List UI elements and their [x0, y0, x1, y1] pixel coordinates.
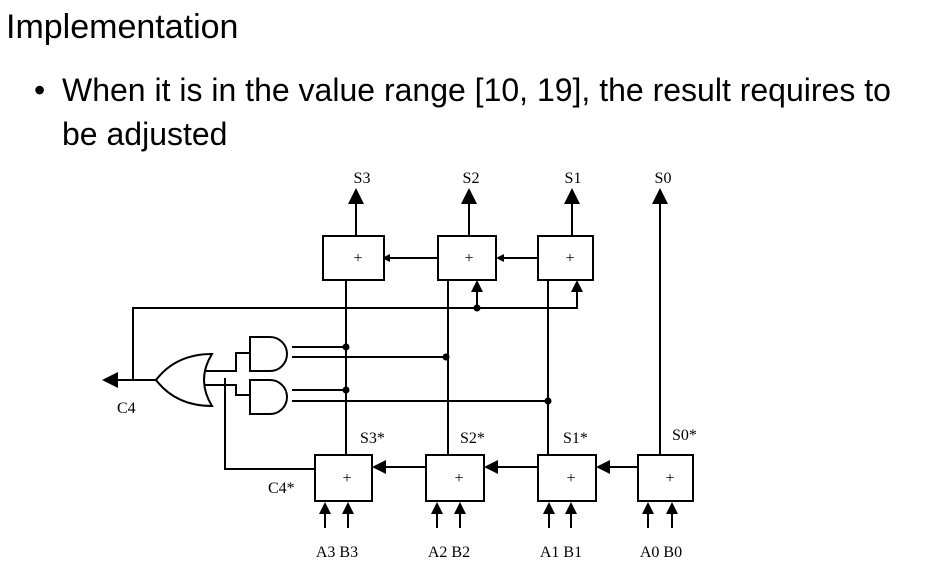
bottom-adder-2-symbol: + — [454, 470, 463, 487]
bullet-point: • When it is in the value range [10, 19]… — [34, 68, 934, 156]
input-label-a2b2: A2 B2 — [428, 544, 470, 561]
input-label-a3b3: A3 B3 — [316, 544, 358, 561]
arrowheads — [102, 188, 678, 514]
bottom-adder-2 — [425, 454, 485, 502]
output-label-s1: S1 — [565, 170, 582, 187]
bottom-adder-0 — [637, 454, 694, 502]
label-s3-star: S3* — [360, 430, 385, 447]
logic-gates — [154, 336, 288, 415]
label-s2-star: S2* — [460, 430, 485, 447]
bottom-adder-1-symbol: + — [566, 470, 575, 487]
label-c4: C4 — [117, 400, 136, 417]
bullet-text: When it is in the value range [10, 19], … — [62, 72, 891, 152]
bullet-dot: • — [34, 72, 46, 108]
top-adder-1 — [537, 235, 594, 281]
top-adder-1-symbol: + — [565, 250, 574, 267]
top-adder-3 — [322, 235, 385, 281]
output-label-s0: S0 — [655, 170, 672, 187]
input-labels: A3 B3 A2 B2 A1 B1 A0 B0 — [316, 544, 682, 561]
wires — [118, 198, 673, 528]
label-c4-star: C4* — [268, 480, 295, 497]
label-s0-star: S0* — [672, 427, 697, 444]
top-adder-3-symbol: + — [353, 250, 362, 267]
top-adder-2-symbol: + — [464, 250, 473, 267]
input-label-a1b1: A1 B1 — [540, 544, 582, 561]
or-gate — [154, 352, 214, 408]
adder-blocks — [314, 235, 694, 502]
output-label-s3: S3 — [354, 170, 371, 187]
intermediate-labels: S3* S2* S1* S0* C4* C4 — [117, 400, 697, 497]
and-gate-bottom — [249, 379, 288, 415]
output-label-s2: S2 — [463, 170, 480, 187]
output-labels: S3 S2 S1 S0 — [354, 170, 672, 187]
label-s1-star: S1* — [563, 430, 588, 447]
and-gate-top — [249, 336, 288, 372]
adder-symbols: + + + + + + + — [342, 250, 674, 487]
bottom-adder-1 — [537, 454, 597, 502]
bottom-adder-3-symbol: + — [342, 470, 351, 487]
junction-dots — [342, 304, 552, 405]
slide-title: Implementation — [6, 8, 239, 46]
bottom-adder-0-symbol: + — [665, 470, 674, 487]
bottom-adder-3 — [314, 454, 373, 502]
input-label-a0b0: A0 B0 — [640, 544, 682, 561]
top-adder-2 — [437, 235, 497, 281]
